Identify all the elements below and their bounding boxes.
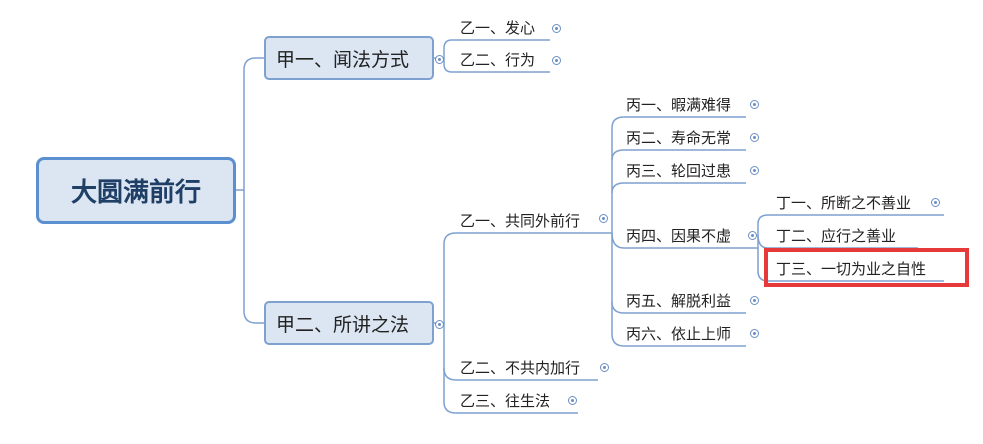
node-yi-1-2[interactable]: 乙二、行为 bbox=[460, 51, 536, 69]
expand-toggle-icon[interactable] bbox=[750, 166, 759, 175]
expand-toggle-icon[interactable] bbox=[750, 296, 759, 305]
collapse-toggle-icon[interactable] bbox=[748, 231, 757, 240]
collapse-toggle-icon[interactable] bbox=[435, 55, 444, 64]
node-yi-1-1[interactable]: 乙一、发心 bbox=[460, 19, 536, 37]
node-ding-3[interactable]: 丁三、一切为业之自性 bbox=[776, 260, 927, 278]
expand-toggle-icon[interactable] bbox=[750, 100, 759, 109]
expand-toggle-icon[interactable] bbox=[552, 56, 561, 65]
node-yi-2-2[interactable]: 乙二、不共内加行 bbox=[460, 359, 581, 377]
node-yi-2-1[interactable]: 乙一、共同外前行 bbox=[460, 212, 581, 230]
node-ding-1[interactable]: 丁一、所断之不善业 bbox=[776, 194, 912, 212]
node-bing-6[interactable]: 丙六、依止上师 bbox=[626, 325, 732, 343]
expand-toggle-icon[interactable] bbox=[552, 24, 561, 33]
node-bing-4[interactable]: 丙四、因果不虚 bbox=[626, 227, 732, 245]
expand-toggle-icon[interactable] bbox=[750, 329, 759, 338]
node-bing-2[interactable]: 丙二、寿命无常 bbox=[626, 129, 732, 147]
node-yi-2-3[interactable]: 乙三、往生法 bbox=[460, 392, 551, 410]
node-ding-2[interactable]: 丁二、应行之善业 bbox=[776, 227, 897, 245]
expand-toggle-icon[interactable] bbox=[931, 198, 940, 207]
expand-toggle-icon[interactable] bbox=[600, 363, 609, 372]
node-jia-1[interactable]: 甲一、闻法方式 bbox=[264, 36, 434, 80]
node-bing-5[interactable]: 丙五、解脱利益 bbox=[626, 292, 732, 310]
collapse-toggle-icon[interactable] bbox=[599, 214, 608, 223]
expand-toggle-icon[interactable] bbox=[750, 133, 759, 142]
node-jia-2[interactable]: 甲二、所讲之法 bbox=[264, 301, 434, 345]
node-bing-3[interactable]: 丙三、轮回过患 bbox=[626, 162, 732, 180]
node-bing-1[interactable]: 丙一、暇满难得 bbox=[626, 96, 732, 114]
selection-highlight-box bbox=[764, 248, 969, 287]
expand-toggle-icon[interactable] bbox=[568, 396, 577, 405]
root-node[interactable]: 大圆满前行 bbox=[36, 157, 236, 224]
collapse-toggle-icon[interactable] bbox=[435, 320, 444, 329]
